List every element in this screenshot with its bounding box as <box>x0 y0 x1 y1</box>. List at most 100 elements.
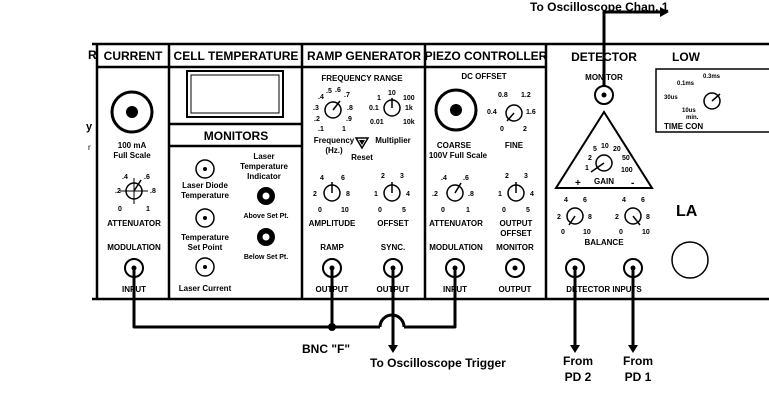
balance-tick: 8 <box>588 214 592 221</box>
panel-outline <box>92 42 769 301</box>
mult-tick: 10k <box>403 119 415 126</box>
current-attenuator-label: ATTENUATOR <box>107 219 161 228</box>
left-panel-title: R <box>88 48 97 62</box>
piezo-title: PIEZO CONTROLLER <box>425 49 548 63</box>
balance-tick: 10 <box>583 229 591 236</box>
bnc-f-junction <box>328 323 336 331</box>
off-tick: 2 <box>381 173 385 180</box>
piezo-att-tick: .2 <box>432 191 438 198</box>
frequency-label: Frequency <box>314 136 355 145</box>
balance-knob-right[interactable] <box>624 207 642 226</box>
top-callout: To Oscilloscope Chan. 1 <box>530 0 669 14</box>
piezo-att-tick: .6 <box>463 175 469 182</box>
ramp-title: RAMP GENERATOR <box>307 49 421 63</box>
low-title: LOW <box>672 50 701 64</box>
amp-tick: 2 <box>313 191 317 198</box>
off-tick: 4 <box>406 191 410 198</box>
fine-tick: 1.2 <box>521 92 531 99</box>
mult-tick: 0.01 <box>370 119 384 126</box>
mult-tick: 1 <box>377 95 381 102</box>
balance-label: BALANCE <box>584 238 624 247</box>
piezo-attenuator-label: ATTENUATOR <box>429 219 483 228</box>
fine-tick: 0.8 <box>498 92 508 99</box>
fine-tick: 0 <box>500 126 504 133</box>
cell-temperature-section: CELL TEMPERATURE MONITORS Laser Temperat… <box>174 49 299 293</box>
output-offset-knob[interactable] <box>507 182 525 202</box>
piezo-att-tick: 1 <box>466 207 470 214</box>
fine-tick: 1.6 <box>526 109 536 116</box>
current-att-tick: 0 <box>118 206 122 213</box>
diode-temp-monitor-pin <box>203 167 207 171</box>
amplitude-label: AMPLITUDE <box>309 219 356 228</box>
amp-tick: 10 <box>341 207 349 214</box>
amp-tick: 0 <box>318 207 322 214</box>
output-offset-label-1: OUTPUT <box>500 219 533 228</box>
piezo-output-pin <box>512 265 518 271</box>
gain-tick: 100 <box>621 167 633 174</box>
balance-tick: 0 <box>561 229 565 236</box>
amplitude-knob[interactable] <box>323 182 341 202</box>
temp-set-point-label-1: Temperature <box>181 233 229 242</box>
fine-tick: 2 <box>523 126 527 133</box>
wiring-nodes <box>328 7 669 353</box>
multiplier-label: Multiplier <box>375 136 411 145</box>
left-panel-letter: y <box>86 121 93 133</box>
reset-label: Reset <box>351 153 373 162</box>
mult-tick: 10 <box>388 90 396 97</box>
current-knob-label-2: Full Scale <box>113 151 151 160</box>
off-tick: 0 <box>378 207 382 214</box>
piezo-attenuator-knob[interactable] <box>446 182 464 202</box>
tc-tick: min. <box>686 115 699 121</box>
amp-tick: 8 <box>346 191 350 198</box>
frequency-knob[interactable] <box>324 100 342 119</box>
current-knob[interactable] <box>110 90 154 134</box>
time-constant-label: TIME CON <box>664 122 703 131</box>
balance-tick: 10 <box>642 229 650 236</box>
current-knob-center <box>126 106 138 118</box>
gain-tick: 2 <box>588 155 592 162</box>
piezo-controller-section: PIEZO CONTROLLER DC OFFSET 0.8 1.2 0.4 1… <box>425 49 548 294</box>
laser-diode-temp-label-1: Laser Diode <box>182 181 228 190</box>
freq-tick: .2 <box>314 116 320 123</box>
ramp-generator-section: RAMP GENERATOR FREQUENCY RANGE .4 .5 .6 … <box>307 49 421 294</box>
reset-button[interactable] <box>354 137 370 150</box>
balance-tick: 8 <box>646 214 650 221</box>
multiplier-knob[interactable] <box>383 98 401 117</box>
monitors-title: MONITORS <box>204 129 268 143</box>
piezo-monitor-label: MONITOR <box>496 243 534 252</box>
balance-tick: 4 <box>622 197 626 204</box>
power-knob-partial[interactable] <box>671 241 709 279</box>
la-label: LA <box>676 203 698 220</box>
laser-temp-indicator-2: Temperature <box>240 162 288 171</box>
piezo-out-tick: 3 <box>524 173 528 180</box>
frequency-unit-label: (Hz.) <box>325 146 343 155</box>
tc-tick: 0.3ms <box>703 74 721 80</box>
freq-tick: .3 <box>313 105 319 112</box>
minus-sign: - <box>631 178 634 189</box>
mult-tick: 100 <box>403 95 415 102</box>
fine-knob[interactable] <box>505 104 523 122</box>
low-section: LOW 0.3ms 0.1ms 30us 10us min. TIME CON … <box>655 50 769 279</box>
balance-tick: 6 <box>583 197 587 204</box>
ramp-label: RAMP <box>320 243 344 252</box>
current-modulation-label: MODULATION <box>107 243 161 252</box>
bnc-f-cable-left <box>132 268 380 329</box>
freq-tick: 1 <box>342 126 346 133</box>
balance-knob-left[interactable] <box>566 207 584 226</box>
piezo-out-tick: 5 <box>526 207 530 214</box>
gain-knob[interactable] <box>590 154 613 173</box>
current-att-tick: .8 <box>150 188 156 195</box>
detector-section: DETECTOR MONITOR 5 10 20 2 50 1 100 + GA… <box>554 50 654 294</box>
pd2-arrow-icon <box>570 345 580 353</box>
current-att-tick: .4 <box>122 174 128 181</box>
freq-tick: .6 <box>335 87 341 94</box>
offset-knob[interactable] <box>383 182 401 202</box>
tc-tick: 30us <box>664 95 678 101</box>
time-constant-knob[interactable] <box>703 92 721 110</box>
current-attenuator-knob[interactable] <box>120 178 148 204</box>
coarse-knob[interactable] <box>434 88 478 132</box>
detector-inputs-label: DETECTOR INPUTS <box>566 285 642 294</box>
offset-label: OFFSET <box>377 219 409 228</box>
pd1-arrow-icon <box>628 345 638 353</box>
